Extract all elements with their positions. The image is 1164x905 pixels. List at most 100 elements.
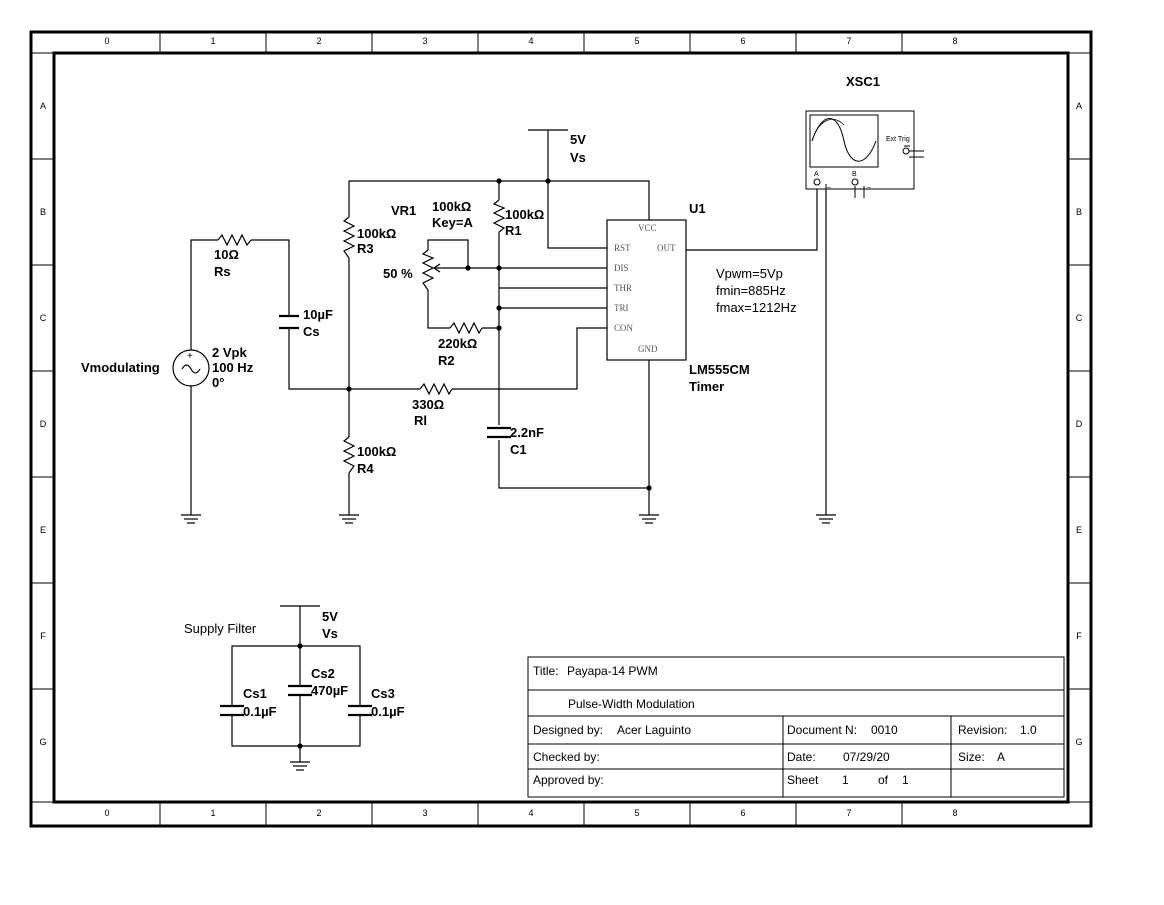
note-fmin: fmin=885Hz (716, 283, 786, 298)
supply-value: 5V (570, 132, 586, 147)
column-label-top-0: 0 (104, 36, 109, 46)
source-name: Vmodulating (81, 360, 160, 375)
ground-icon (181, 514, 201, 524)
r1-value: 100kΩ (505, 207, 544, 222)
resistor-r4 (342, 436, 356, 474)
rs-value: 10Ω (214, 247, 239, 262)
tb-document-label: Document N: (787, 723, 857, 737)
tb-size: A (997, 750, 1005, 764)
scope-ref: XSC1 (846, 74, 880, 89)
scope-channel-b: B (852, 171, 857, 178)
oscilloscope-xsc1[interactable]: Ext Trig A B _ _ (805, 110, 924, 198)
row-label-left-D: D (40, 419, 47, 429)
cs1-ref: Cs1 (243, 686, 267, 701)
column-label-top-7: 7 (846, 36, 851, 46)
row-label-right-F: F (1076, 631, 1082, 641)
resistor-rl (419, 382, 453, 396)
ic-desc: Timer (689, 379, 724, 394)
resistor-r3 (342, 216, 356, 259)
column-label-top-6: 6 (740, 36, 745, 46)
ic-lm555: VCC RST OUT DIS THR TRI CON GND (606, 219, 687, 361)
pin-gnd: GND (638, 344, 658, 354)
tb-designed: Acer Laguinto (617, 723, 691, 737)
ground-icon (290, 761, 310, 771)
junctions (297, 178, 652, 749)
filter-supply-value: 5V (322, 609, 338, 624)
cs2-ref: Cs2 (311, 666, 335, 681)
row-label-left-F: F (40, 631, 46, 641)
r3-value: 100kΩ (357, 226, 396, 241)
scope-channel-a: A (814, 171, 819, 178)
row-label-left-B: B (40, 207, 46, 217)
column-label-bottom-5: 5 (634, 808, 639, 818)
column-label-top-1: 1 (210, 36, 215, 46)
scope-b-minus: _ (866, 181, 871, 188)
column-label-top-5: 5 (634, 36, 639, 46)
c1-value: 2.2nF (510, 425, 544, 440)
tb-approved-label: Approved by: (533, 773, 604, 787)
tb-of-label: of (878, 773, 889, 787)
column-label-top-3: 3 (422, 36, 427, 46)
column-label-bottom-6: 6 (740, 808, 745, 818)
source-minus: _ (186, 376, 193, 387)
scope-ext-trig: Ext Trig (886, 136, 910, 143)
source-frequency: 100 Hz (212, 360, 254, 375)
resistors (217, 199, 506, 474)
cs1-value: 0.1µF (243, 704, 277, 719)
cs-value: 10µF (303, 307, 333, 322)
resistor-r2 (449, 321, 483, 335)
column-label-bottom-2: 2 (316, 808, 321, 818)
pin-out: OUT (657, 243, 676, 253)
source-plus: + (187, 351, 193, 362)
filter-supply-ref: Vs (322, 626, 338, 641)
cs2-value: 470µF (311, 683, 348, 698)
cs-ref: Cs (303, 324, 320, 339)
wiper-arrow (432, 263, 441, 273)
scope-a-minus: _ (826, 181, 831, 188)
title-block: Title: Payapa-14 PWM Pulse-Width Modulat… (527, 656, 1065, 798)
ac-source-vmodulating: + _ (172, 349, 210, 387)
pin-con: CON (614, 323, 634, 333)
vr1-ref: VR1 (391, 203, 416, 218)
ic-ref: U1 (689, 201, 706, 216)
column-label-top-2: 2 (316, 36, 321, 46)
row-label-right-B: B (1076, 207, 1082, 217)
vr1-key: Key=A (432, 215, 473, 230)
component-labels: Vmodulating 2 Vpk 100 Hz 0° 10Ω Rs 10µF … (81, 74, 880, 719)
row-label-left-G: G (39, 737, 46, 747)
column-label-bottom-8: 8 (952, 808, 957, 818)
note-vpwm: Vpwm=5Vp (716, 266, 783, 281)
column-label-bottom-3: 3 (422, 808, 427, 818)
tb-revision: 1.0 (1020, 723, 1037, 737)
tb-title-label: Title: (533, 664, 559, 678)
row-label-right-A: A (1076, 101, 1082, 111)
ic-part: LM555CM (689, 362, 750, 377)
cs3-ref: Cs3 (371, 686, 395, 701)
grounds (181, 514, 836, 771)
tb-revision-label: Revision: (958, 723, 1007, 737)
rl-value: 330Ω (412, 397, 444, 412)
column-label-bottom-7: 7 (846, 808, 851, 818)
note-fmax: fmax=1212Hz (716, 300, 797, 315)
resistor-rs (217, 233, 252, 247)
r4-ref: R4 (357, 461, 374, 476)
tb-date-label: Date: (787, 750, 816, 764)
source-amplitude: 2 Vpk (212, 345, 247, 360)
pin-dis: DIS (614, 263, 629, 273)
tb-size-label: Size: (958, 750, 985, 764)
column-label-bottom-0: 0 (104, 808, 109, 818)
tb-designed-label: Designed by: (533, 723, 603, 737)
ground-icon (816, 514, 836, 524)
tb-sheet-label: Sheet (787, 773, 819, 787)
pin-rst: RST (614, 243, 631, 253)
tb-title: Payapa-14 PWM (567, 664, 658, 678)
tb-date: 07/29/20 (843, 750, 890, 764)
r2-ref: R2 (438, 353, 455, 368)
ground-icon (339, 514, 359, 524)
ground-icon (639, 514, 659, 524)
column-label-top-4: 4 (528, 36, 533, 46)
r3-ref: R3 (357, 241, 374, 256)
resistor-r1 (492, 199, 506, 233)
